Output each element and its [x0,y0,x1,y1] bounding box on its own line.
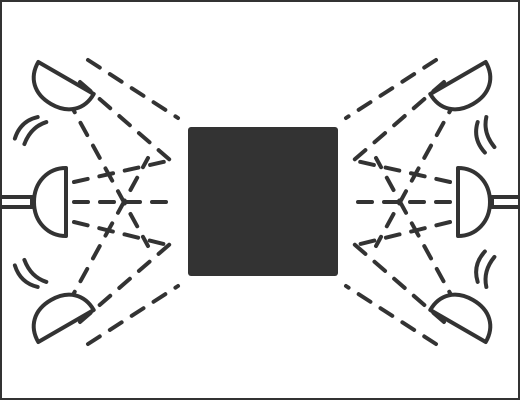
lamp-icon [12,60,96,147]
beam-middle-left-lower [72,220,174,248]
beam-middle-left-upper [72,158,174,184]
lamp-icon [428,60,497,155]
beam-top-right-middle [352,80,446,162]
beam-top-right-upper [344,58,438,120]
light-beams [66,58,458,346]
beam-middle-right-upper [350,158,452,184]
beam-bottom-left-upper [66,156,150,306]
beam-bottom-right-lower [344,284,438,346]
lamps [2,60,518,344]
square-object [188,127,338,276]
lamp-icon [12,257,96,344]
beam-bottom-left-lower [86,284,180,346]
lamp-icon [428,249,497,344]
beam-top-left-middle [78,80,172,162]
beam-top-left-upper [86,58,180,120]
beam-middle-right-lower [350,220,452,248]
beam-bottom-left-middle [78,242,172,324]
beam-bottom-right-middle [352,242,446,324]
lamp-icon [2,166,68,238]
beam-bottom-right-upper [374,156,458,306]
lamp-icon [456,166,518,238]
